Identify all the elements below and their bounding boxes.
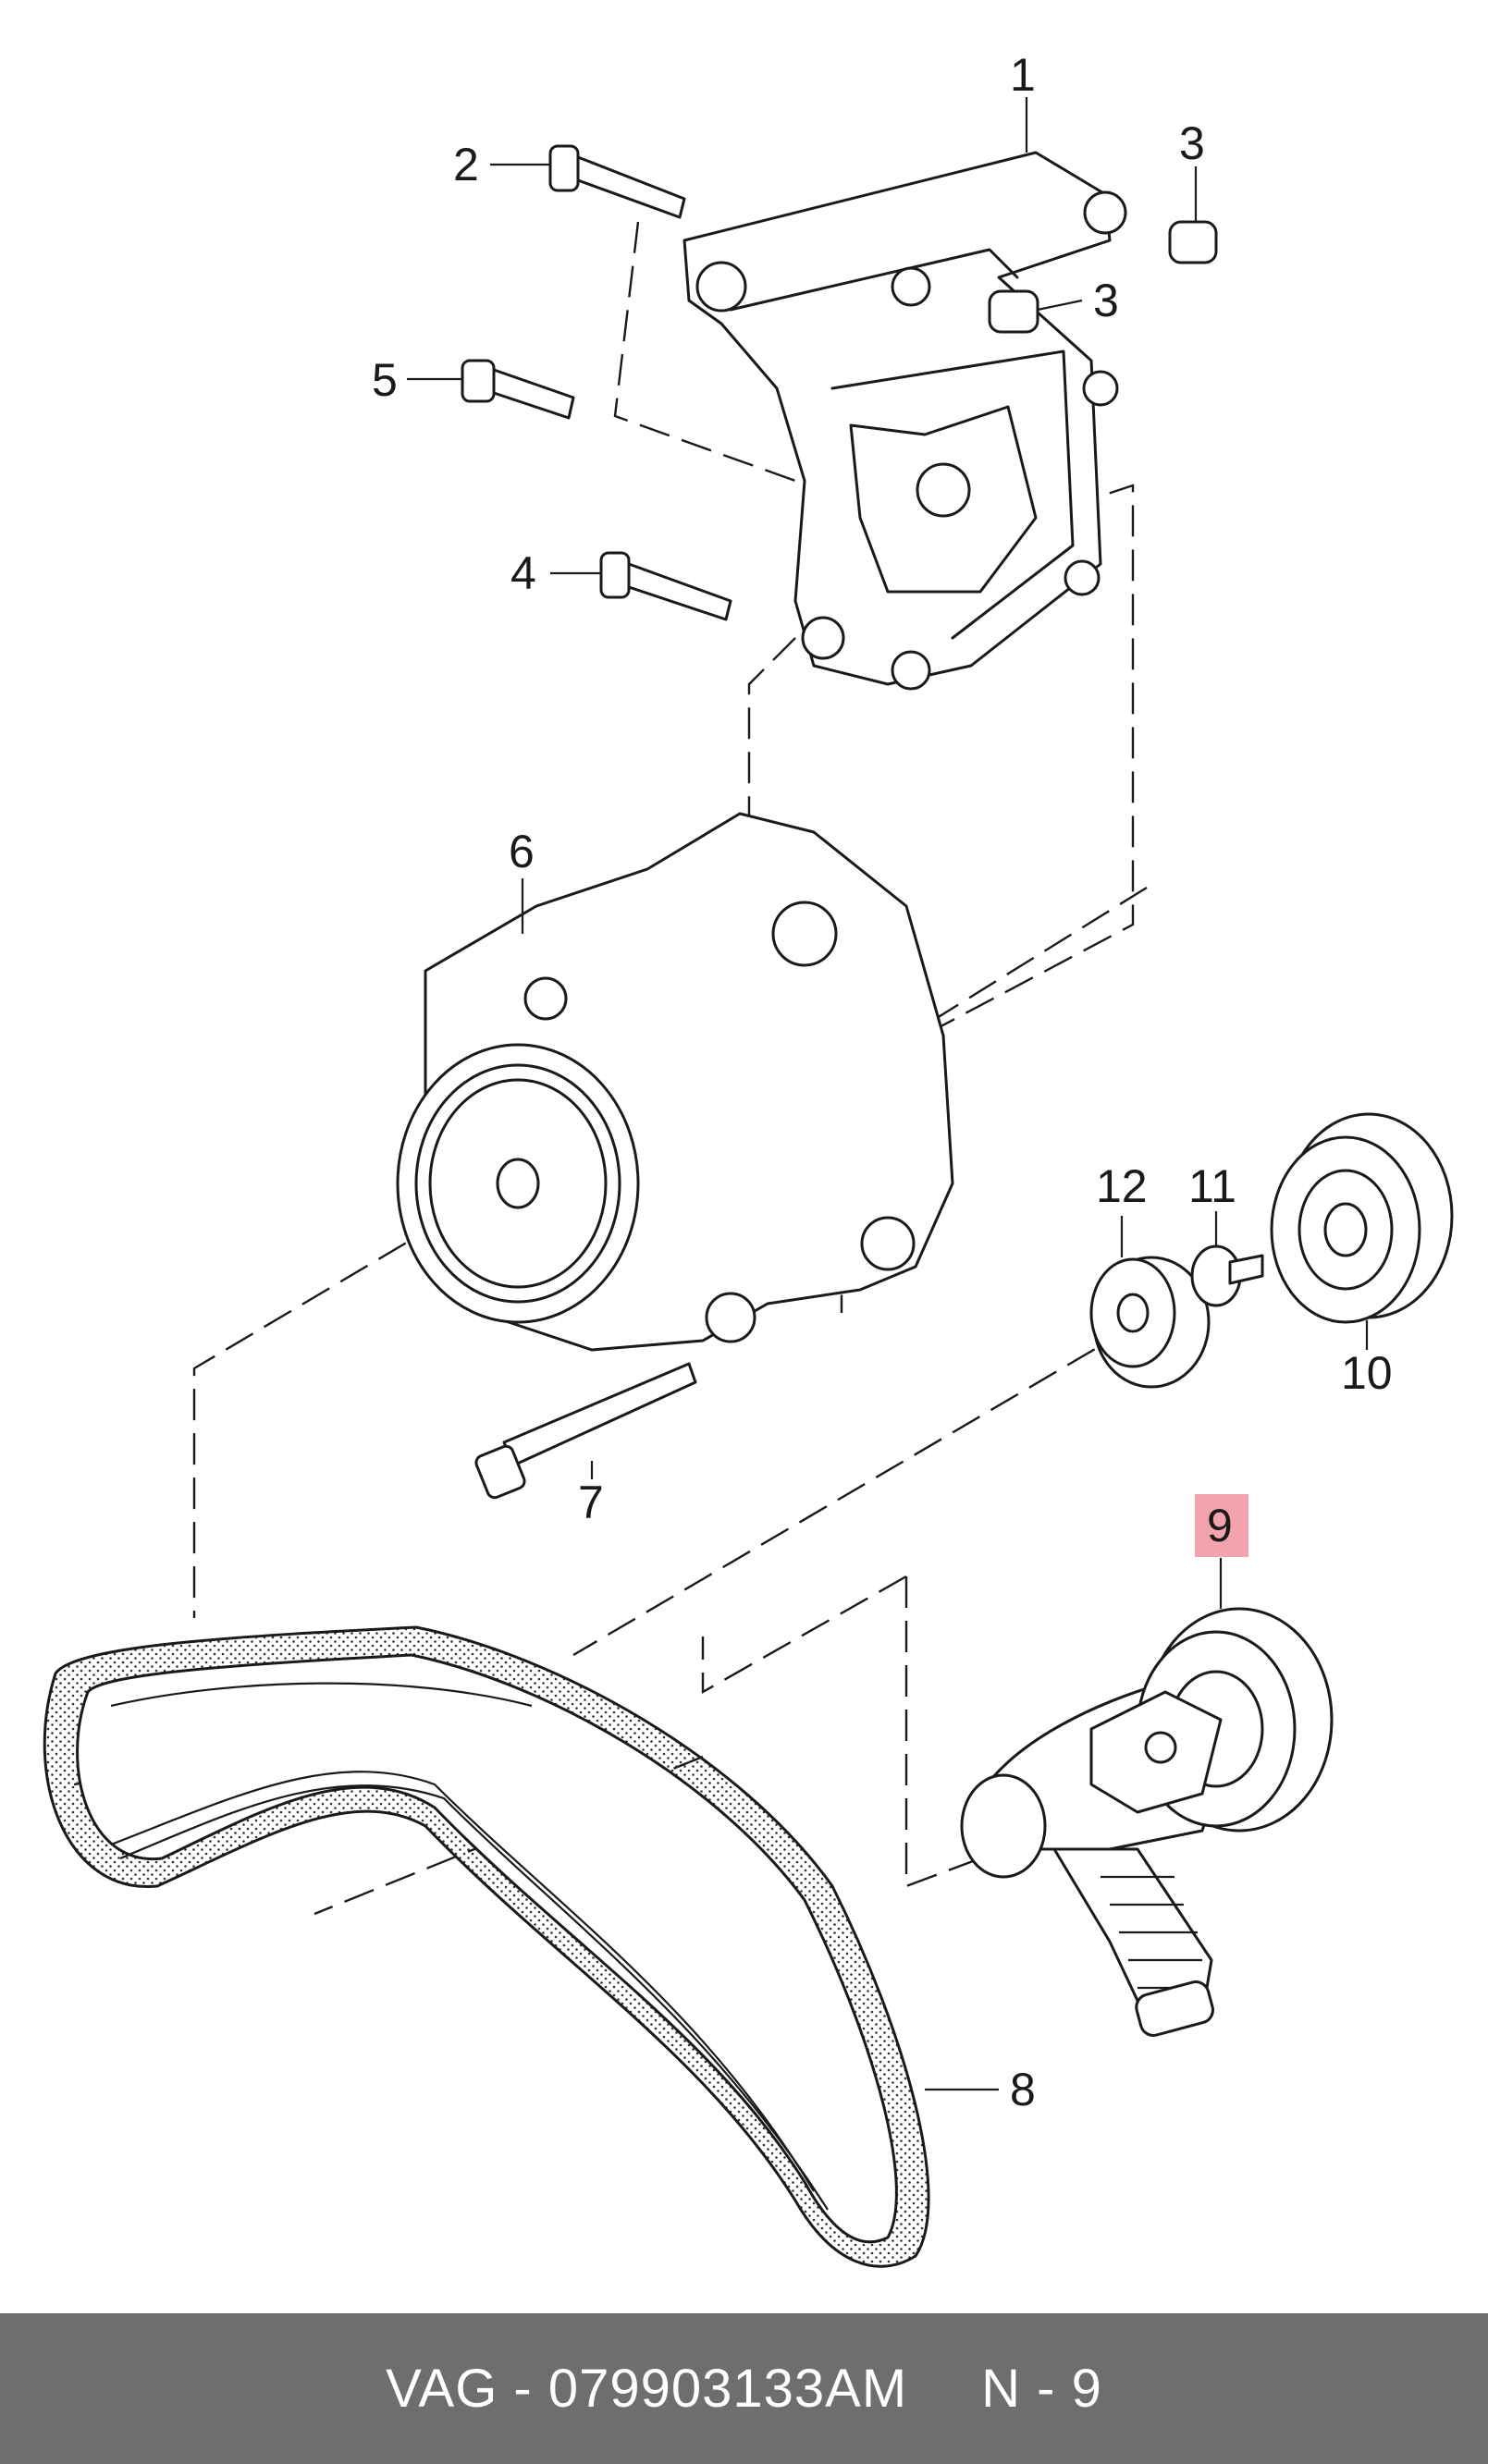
callout-labels: 1 2 3 3 4 5 6 7 8 9 10 11 12 [372,49,1393,2115]
bushing-part-3-upper [1168,220,1218,264]
bolts-and-bushings [461,144,1218,621]
callout-6: 6 [509,826,535,877]
callout-8: 8 [1010,2064,1036,2115]
callout-3-lower: 3 [1093,275,1119,326]
bushing-part-3-lower [988,289,1039,334]
washer-part-12 [1089,1256,1211,1389]
bolt-part-4 [599,551,732,621]
alternator [396,812,954,1352]
callout-5: 5 [372,354,398,406]
leader-lines [407,97,1369,2091]
part-number-label: VAG - 079903133AM [386,2359,908,2419]
bolt-part-5 [461,359,575,420]
callout-7: 7 [578,1477,604,1528]
idler-pulley-part-10 [1270,1112,1454,1324]
exploded-parts-diagram: 1 2 3 3 4 5 6 7 8 9 10 11 12 [43,49,1454,2268]
bolt-part-7 [474,1362,697,1500]
bolt-part-2 [548,144,686,219]
callout-2: 2 [453,139,479,190]
alternator-bracket [683,151,1127,691]
diagram-position-label: N - 9 [981,2359,1102,2419]
callout-9-highlight [1195,1494,1248,1557]
callout-12: 12 [1096,1160,1148,1212]
callout-9: 9 [1207,1500,1233,1551]
callout-3-upper: 3 [1179,117,1205,169]
alternator-pulley [396,1043,640,1324]
callout-4: 4 [510,547,536,599]
belt-tensioner-part-9 [960,1607,1334,2037]
callout-11: 11 [1188,1160,1236,1212]
ribbed-belt-part-8 [43,1625,930,2268]
callout-10: 10 [1341,1347,1393,1399]
bolt-part-11 [1190,1244,1264,1307]
callout-1: 1 [1010,49,1036,101]
part-number-footer: VAG - 079903133AM N - 9 [0,2313,1488,2464]
